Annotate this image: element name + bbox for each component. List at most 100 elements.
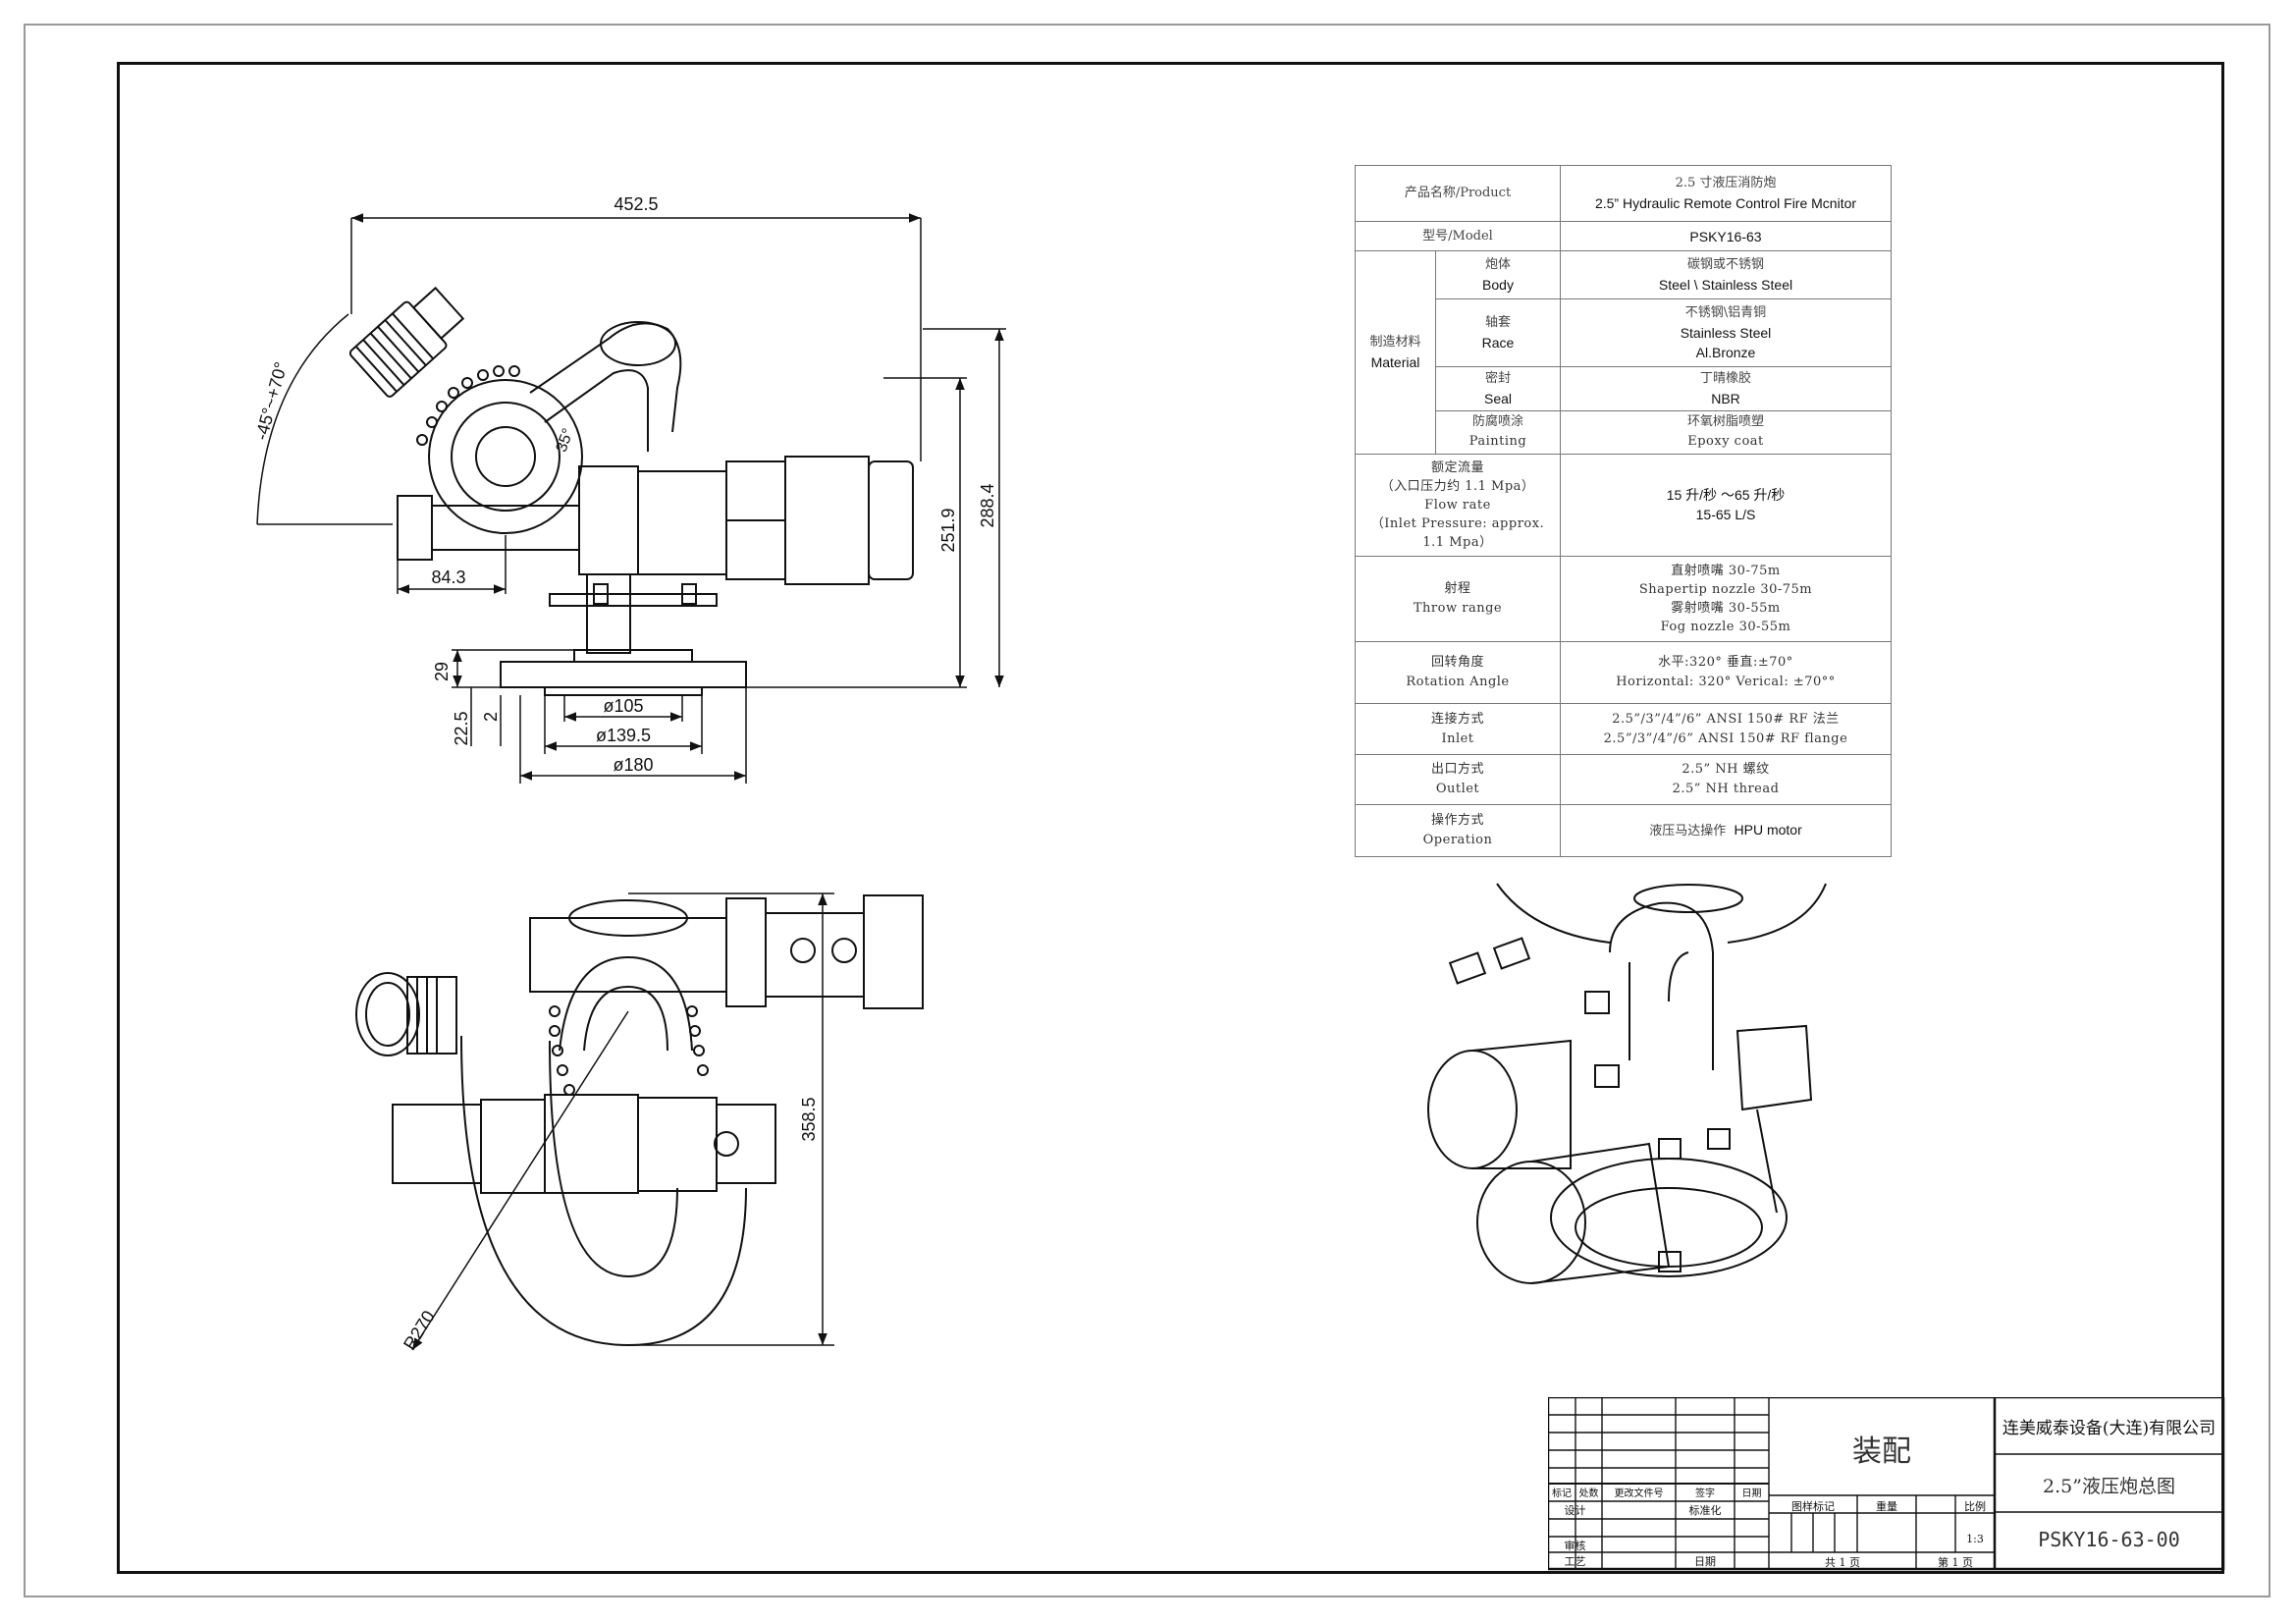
spec-row-outlet: 出口方式 Outlet 2.5” NH 螺纹 2.5” NH thread [1355,754,1892,806]
drawing-number: PSKY16-63-00 [2038,1528,2180,1551]
outlet-label-en: Outlet [1435,782,1480,797]
title-block-grid [1548,1397,2225,1571]
seal-value-en: NBR [1711,390,1740,406]
side-view [348,286,914,696]
race-label-zh: 轴套 [1484,314,1511,330]
rotation-value-2: Horizontal: 320° Verical: ±70°° [1616,674,1836,689]
outlet-value-1: 2.5” NH 螺纹 [1682,762,1770,778]
material-label-en: Material [1370,354,1420,371]
outlet-label-zh: 出口方式 [1430,762,1484,778]
inlet-label-en: Inlet [1441,730,1474,746]
header-date: 日期 [1741,1488,1762,1499]
flow-value-2: 15-65 L/S [1695,507,1756,523]
throw-value-4: Fog nozzle 30-55m [1660,619,1791,634]
side-view-dimensions [256,213,1006,784]
flow-label-1: 额定流量 [1430,460,1484,475]
label-weight: 重量 [1876,1500,1897,1513]
header-doc-no: 更改文件号 [1614,1488,1664,1499]
plan-view [355,894,924,1347]
dim-base-thickness: 29 [432,662,452,681]
product-name-zh: 2.5 寸液压消防炮 [1675,175,1777,190]
title-block: 标记 处数 更改文件号 签字 日期 设计 标准化 审核 工艺 日期 装配 图样标… [1548,1397,2225,1571]
body-label-en: Body [1482,277,1514,294]
throw-label-zh: 射程 [1444,580,1471,596]
scale-value: 1:3 [1966,1533,1984,1545]
paint-value-en: Epoxy coat [1687,434,1764,450]
dim-height-a: 251.9 [938,508,958,552]
spec-row-body: 制造材料 Material 炮体 Body 碳钢或不锈钢 Steel \ Stainl… [1355,250,1892,456]
spec-row-seal: 密封 Seal 丁晴橡胶 NBR [1356,365,1892,411]
race-value-zh: 不锈钢\铝青铜 [1684,304,1767,320]
dim-angle-range: -45°~+70° [251,360,291,443]
operation-label-zh: 操作方式 [1430,813,1484,829]
product-name-en: 2.5” Hydraulic Remote Control Fire Mcnit… [1594,194,1857,211]
label-design: 设计 [1564,1504,1586,1517]
race-label-en: Race [1481,334,1515,351]
dim-overall-width: 452.5 [614,194,658,214]
drawing-name: 2.5”液压炮总图 [2043,1476,2175,1497]
rotation-label-zh: 回转角度 [1430,654,1484,670]
spec-row-flow: 额定流量（入口压力约 1.1 Mpa）Flow rate（Inlet Press… [1355,454,1892,557]
rotation-value-1: 水平:320° 垂直:±70° [1658,654,1793,670]
operation-label-en: Operation [1422,833,1493,848]
inlet-value-2: 2.5”/3”/4”/6” ANSI 150# RF flange [1603,730,1848,746]
paint-value-zh: 环氧树脂喷塑 [1686,414,1764,430]
paint-label-zh: 防腐喷涂 [1471,414,1523,430]
inlet-label-zh: 连接方式 [1430,711,1484,727]
dim-plan-height: 358.5 [799,1097,819,1141]
assembly-label: 装配 [1852,1434,1911,1469]
label-date: 日期 [1694,1555,1716,1568]
label-standard: 标准化 [1688,1504,1722,1517]
dim-dia-180: ø180 [613,755,653,775]
dim-height-b: 288.4 [978,483,997,527]
sheet-number: 第 1 页 [1938,1556,1973,1569]
label-process: 工艺 [1564,1555,1586,1568]
dim-angle-small: 35° [554,426,577,455]
dim-offset: 84.3 [431,568,465,587]
plan-bolt-holes [549,1005,709,1096]
seal-label-en: Seal [1483,390,1513,406]
isometric-view [1427,883,1827,1284]
sheets-total: 共 1 页 [1825,1556,1860,1569]
flow-label-2: （入口压力约 1.1 Mpa） [1380,478,1535,494]
label-review: 审核 [1564,1540,1586,1552]
seal-value-zh: 丁晴橡胶 [1699,370,1751,386]
body-label-zh: 炮体 [1484,257,1511,273]
inlet-value-1: 2.5”/3”/4”/6” ANSI 150# RF 法兰 [1612,711,1840,727]
body-value-en: Steel \ Stainless Steel [1658,277,1793,294]
dim-dia-139: ø139.5 [596,726,651,745]
inlet-nozzle [348,286,465,398]
outlet-value-2: 2.5” NH thread [1672,782,1780,797]
flow-label-3: Flow rate [1424,497,1491,513]
throw-value-3: 雾射喷嘴 30-55m [1671,600,1781,616]
label-scale: 比例 [1964,1500,1986,1513]
seal-label-zh: 密封 [1484,370,1511,386]
spec-row-inlet: 连接方式 Inlet 2.5”/3”/4”/6” ANSI 150# RF 法兰 2… [1355,702,1892,756]
race-value-en2: Al.Bronze [1695,344,1756,360]
throw-value-1: 直射喷嘴 30-75m [1671,563,1781,578]
material-label-zh: 制造材料 [1369,335,1421,351]
model-value: PSKY16-63 [1689,228,1762,244]
dim-dia-105: ø105 [603,696,643,716]
label-stage: 图样标记 [1791,1500,1835,1513]
throw-label-en: Throw range [1413,600,1503,616]
operation-value-en: HPU motor [1734,822,1802,839]
swivel-holes [416,365,520,446]
header-count: 处数 [1578,1488,1599,1499]
race-value-en1: Stainless Steel [1680,324,1772,341]
header-mark: 标记 [1552,1488,1572,1499]
body-value-zh: 碳钢或不锈钢 [1686,257,1764,273]
outer-border [24,24,2270,1597]
throw-value-2: Shapertip nozzle 30-75m [1638,581,1813,597]
dim-base-b: 2 [481,712,501,722]
spec-row-model: 型号/Model PSKY16-63 [1355,220,1892,252]
drawing-border [117,62,2224,1574]
